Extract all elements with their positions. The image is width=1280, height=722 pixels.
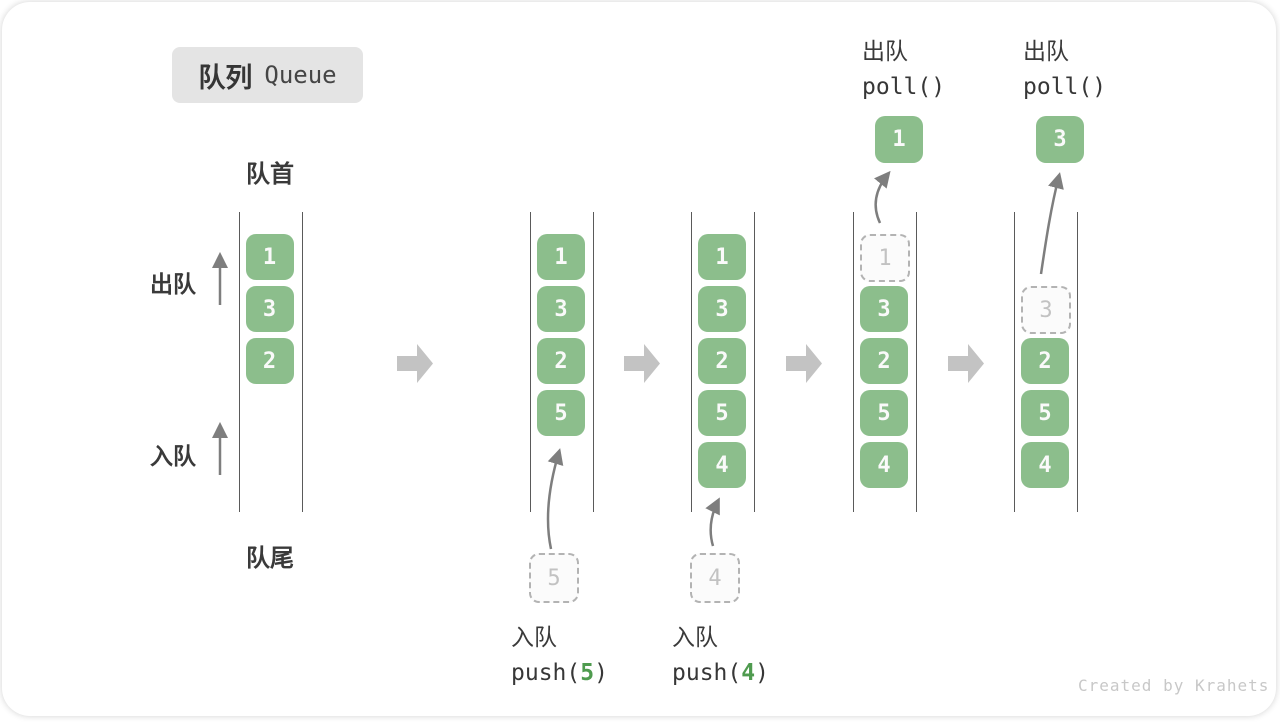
staged-item-box: 4 [690, 553, 740, 603]
label-queue-rear: 队尾 [246, 545, 294, 572]
queue-cell: 1 [698, 234, 746, 280]
watermark: Created by Krahets [1078, 676, 1270, 695]
state-transition-arrow-icon-1 [397, 344, 433, 383]
state-transition-arrow-icon-4 [948, 344, 984, 383]
queue-cell: 1 [245, 234, 294, 280]
queue-cell: 4 [860, 442, 908, 488]
queue-container-state-3-push-4 [691, 212, 755, 512]
enqueue-op-code: push(5) [511, 660, 608, 686]
enqueue-op-label-zh: 入队 [672, 624, 718, 650]
enqueue-op-label: 入队 push(5) [511, 618, 608, 686]
dequeue-op-label: 出队 poll() [862, 32, 945, 100]
queue-container-state-4-poll-1 [853, 212, 917, 512]
enqueue-op-arg: 4 [741, 660, 756, 686]
queue-cell: 5 [1021, 390, 1069, 436]
queue-cell: 2 [698, 338, 746, 384]
dequeue-op-label-zh: 出队 [1023, 38, 1069, 64]
enqueue-op-arg: 5 [580, 660, 595, 686]
label-queue-front: 队首 [246, 161, 294, 188]
dequeue-op-code: poll() [1023, 74, 1107, 100]
enqueue-op-label: 入队 push(4) [672, 618, 769, 686]
polled-item-box: 1 [875, 116, 923, 163]
queue-cell: 5 [698, 390, 746, 436]
polled-item-box: 3 [1036, 116, 1084, 163]
state-transition-arrow-icon-2 [624, 344, 660, 383]
queue-cell: 5 [537, 390, 585, 436]
queue-cell: 2 [1021, 338, 1069, 384]
state-transition-arrow-icon-3 [786, 344, 822, 383]
queue-cell-dashed: 3 [1021, 286, 1071, 334]
dequeue-op-label: 出队 poll() [1023, 32, 1106, 100]
queue-cell: 4 [1021, 442, 1069, 488]
queue-cell: 1 [537, 234, 585, 280]
queue-container-state-1-initial [238, 212, 303, 512]
title-zh: 队列 [198, 62, 253, 93]
queue-cell: 2 [537, 338, 585, 384]
queue-cell: 2 [245, 338, 294, 384]
title-badge: 队列 Queue [172, 47, 363, 103]
queue-container-state-5-poll-3 [1014, 212, 1078, 512]
queue-cell: 5 [860, 390, 908, 436]
queue-cell-dashed: 1 [860, 234, 910, 282]
enqueue-op-label-zh: 入队 [511, 624, 557, 650]
queue-cell: 3 [245, 286, 294, 332]
staged-item-box: 5 [529, 553, 579, 603]
title-en: Queue [264, 61, 337, 89]
queue-cell: 3 [860, 286, 908, 332]
label-dequeue-side: 出队 [150, 271, 196, 297]
queue-container-state-2-push-5 [530, 212, 594, 512]
queue-cell: 3 [537, 286, 585, 332]
dequeue-op-label-zh: 出队 [862, 38, 908, 64]
dequeue-op-code: poll() [862, 74, 946, 100]
label-enqueue-side: 入队 [150, 443, 196, 469]
queue-cell: 4 [698, 442, 746, 488]
enqueue-op-code: push(4) [672, 660, 769, 686]
queue-cell: 2 [860, 338, 908, 384]
queue-cell: 3 [698, 286, 746, 332]
